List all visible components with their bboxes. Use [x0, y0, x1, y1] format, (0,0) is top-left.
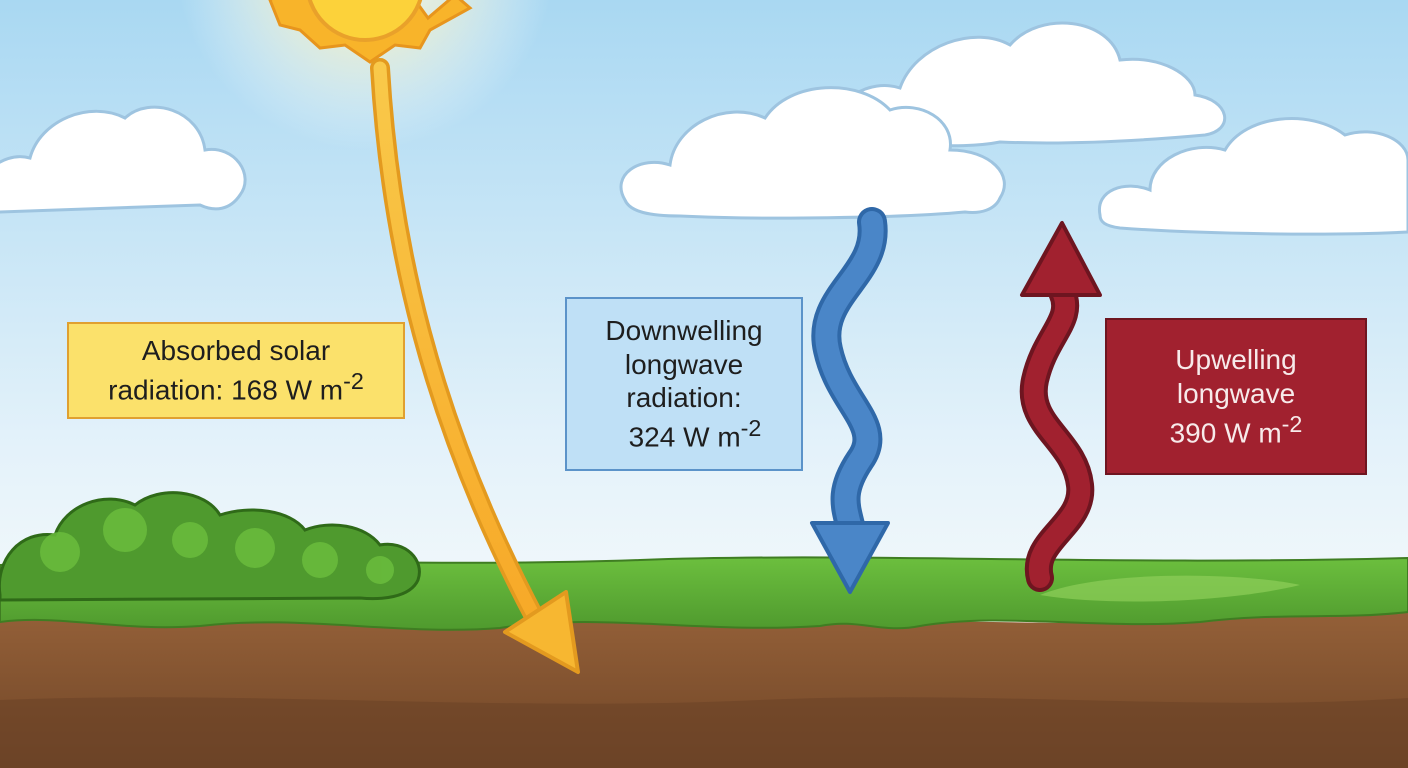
- upwelling-label-unit-exponent: -2: [1281, 410, 1303, 437]
- downwelling-label-line4: 324 W m: [628, 421, 741, 453]
- cloud-icon: [619, 86, 1006, 220]
- cloud-icon: [840, 21, 1227, 148]
- downwelling-label-line1: Downwelling: [605, 315, 763, 347]
- cloud-icon: [1098, 117, 1408, 236]
- cloud-icon: [0, 105, 247, 214]
- grass-highlight: [1040, 575, 1300, 602]
- sun-icon: [179, 0, 551, 150]
- absorbed-solar-label: Absorbed solar radiation: 168 W m-2: [67, 322, 405, 419]
- upwelling-label-line1: Upwelling: [1175, 344, 1297, 376]
- downwelling-label: Downwelling longwave radiation: 324 W m-…: [565, 297, 803, 471]
- solar-label-unit-exponent: -2: [343, 367, 364, 394]
- solar-label-line2: radiation: 168 W m: [108, 374, 344, 406]
- solar-label-line1: Absorbed solar: [141, 335, 331, 367]
- downwelling-label-unit-exponent: -2: [740, 414, 762, 441]
- downwelling-arrow: [810, 207, 890, 594]
- downwelling-label-line2: longwave: [624, 348, 744, 380]
- upwelling-label-line2: longwave: [1176, 378, 1296, 410]
- soil-layer: [0, 697, 1408, 768]
- upwelling-arrow: [1019, 221, 1102, 592]
- downwelling-label-line3: radiation:: [626, 382, 742, 414]
- upwelling-label-line3: 390 W m: [1169, 416, 1282, 448]
- solar-radiation-arrow: [370, 58, 580, 674]
- upwelling-label: Upwelling longwave 390 W m-2: [1105, 318, 1367, 475]
